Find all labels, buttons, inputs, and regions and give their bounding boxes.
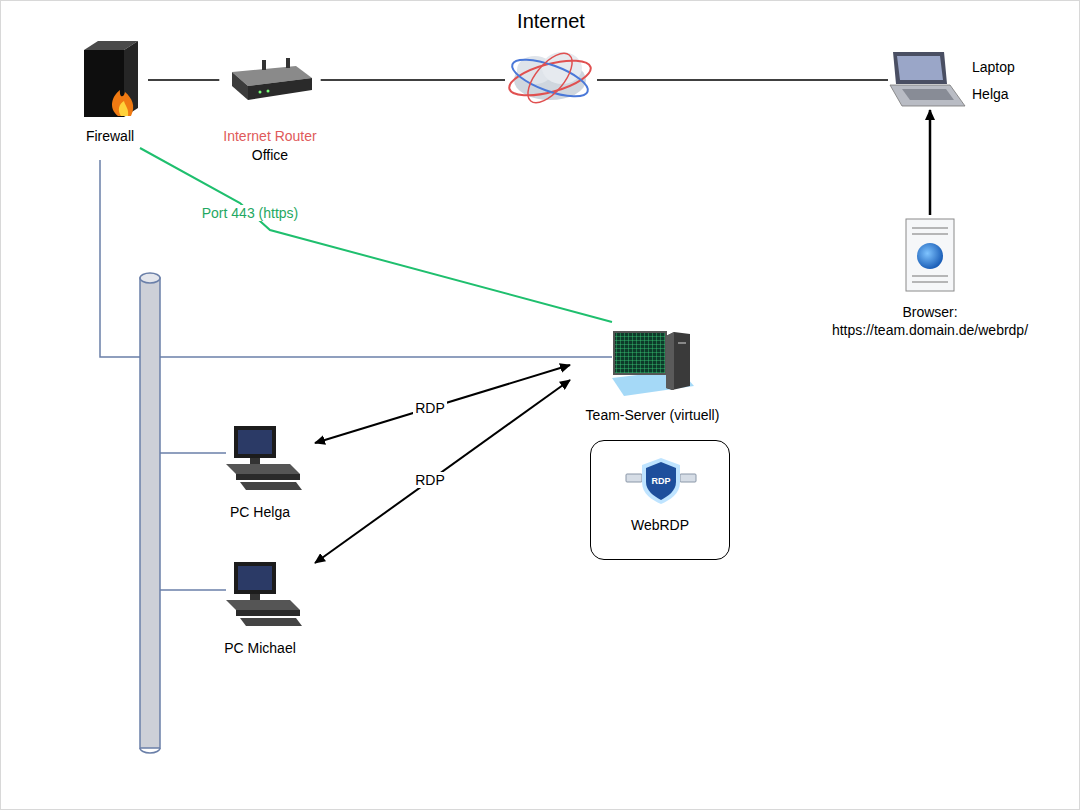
connector xyxy=(597,79,888,81)
webrdp-logo xyxy=(626,458,696,504)
lan-bus xyxy=(140,273,160,753)
node-label: Internet xyxy=(517,8,585,34)
node-label: Browser: https://team.domain.de/webrdp/ xyxy=(812,303,1048,339)
edge-label: Port 443 (https) xyxy=(200,205,301,221)
device-node: Firewall xyxy=(72,38,148,148)
device-node: Team-Server (virtuell) xyxy=(570,322,735,427)
internet-cloud-icon xyxy=(506,46,594,110)
laptop-icon xyxy=(890,52,965,106)
node-label: PC Michael xyxy=(224,639,296,658)
device-node: Internet xyxy=(505,8,597,108)
browser-document-icon xyxy=(906,219,954,291)
node-label: WebRDP xyxy=(631,516,689,535)
server-icon xyxy=(612,332,694,396)
device-node: Internet RouterOffice xyxy=(219,55,320,167)
edge-label: RDP xyxy=(413,400,447,416)
node-label: Laptop Helga xyxy=(972,54,1022,108)
firewall-icon xyxy=(84,41,138,117)
logo-text: RDP xyxy=(651,473,670,489)
edge-label: RDP xyxy=(413,472,447,488)
node-label: Team-Server (virtuell) xyxy=(586,406,720,425)
connector xyxy=(315,380,570,563)
connector xyxy=(929,110,932,215)
router-icon xyxy=(232,58,312,100)
device-node: Browser: https://team.domain.de/webrdp/ xyxy=(805,215,1055,341)
node-label: Office xyxy=(252,146,288,165)
node-label: Internet Router xyxy=(223,127,316,146)
rounded-box: WebRDP xyxy=(590,440,730,560)
connector xyxy=(140,148,612,322)
connector xyxy=(315,365,570,443)
pc-icon xyxy=(226,426,302,490)
device-node: PC Michael xyxy=(205,548,315,660)
node-label: Firewall xyxy=(86,127,134,146)
device-node: Laptop Helga xyxy=(888,52,1038,110)
node-label: PC Helga xyxy=(230,503,290,522)
connector xyxy=(148,79,219,81)
device-node: PC Helga xyxy=(205,412,315,524)
lan-wire xyxy=(100,160,612,590)
connector xyxy=(321,79,505,81)
pc-icon xyxy=(226,562,302,626)
